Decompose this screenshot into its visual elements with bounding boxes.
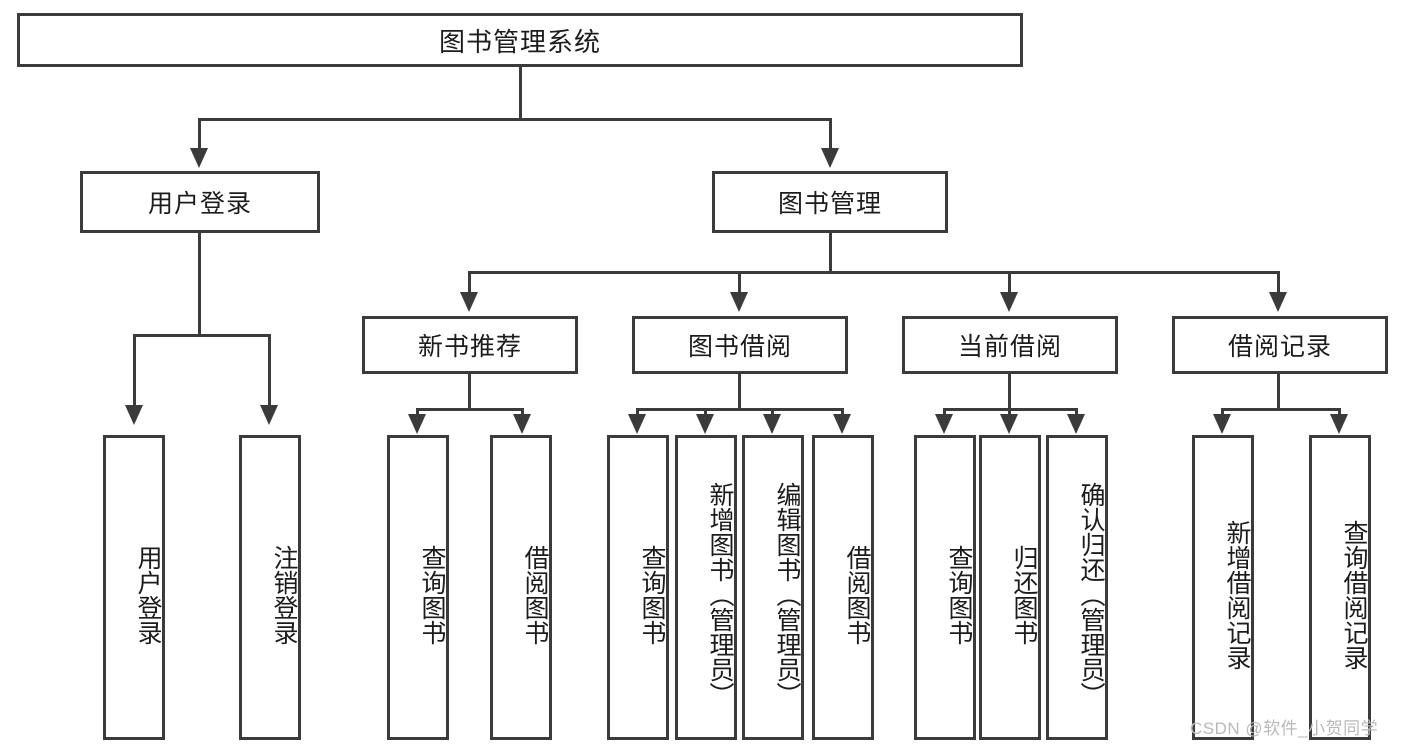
edge-borrow-record-bus	[1221, 408, 1341, 411]
leaf-book-borrow-query-book[interactable]: 查询图书	[607, 435, 669, 740]
edge-user-login-bus	[133, 334, 271, 337]
edge-book-management-stem	[829, 233, 832, 273]
edge-borrow-record-stem	[1277, 374, 1280, 410]
leaf-current-borrow-confirm-return-admin[interactable]: 确认归还（管理员）	[1046, 435, 1108, 740]
leaf-book-borrow-borrow-book[interactable]: 借阅图书	[812, 435, 874, 740]
arrow-bm-to-book-borrow	[730, 292, 748, 312]
leaf-book-borrow-add-book-admin[interactable]: 新增图书（管理员）	[675, 435, 737, 740]
node-label: 新增借阅记录	[1223, 519, 1251, 670]
edge-book-management-bus	[468, 271, 1280, 274]
node-label: 用户登录	[147, 190, 252, 218]
leaf-new-book-query-book[interactable]: 查询图书	[387, 435, 449, 740]
edge-book-borrow-bus	[636, 408, 844, 411]
arrow-br-to-leaf-1	[1213, 414, 1231, 434]
leaf-current-borrow-query-book[interactable]: 查询图书	[914, 435, 976, 740]
edge-root-to-user-login	[198, 118, 201, 150]
node-label: 图书借阅	[687, 333, 792, 361]
arrow-cb-to-leaf-2	[1000, 414, 1018, 434]
arrow-cb-to-leaf-1	[935, 414, 953, 434]
node-label: 注销登录	[270, 544, 298, 645]
edge-bm-to-book-borrow	[738, 271, 741, 294]
arrow-cb-to-leaf-3	[1067, 414, 1085, 434]
node-root-book-management-system[interactable]: 图书管理系统	[17, 13, 1023, 67]
leaf-book-borrow-edit-book-admin[interactable]: 编辑图书（管理员）	[742, 435, 804, 740]
edge-book-borrow-stem	[738, 374, 741, 410]
node-book-management[interactable]: 图书管理	[712, 171, 948, 233]
arrow-bb-to-leaf-1	[628, 414, 646, 434]
node-label: 查询图书	[418, 544, 446, 645]
node-label: 借阅图书	[843, 544, 871, 645]
arrow-bb-to-leaf-3	[763, 414, 781, 434]
node-new-book-recommend[interactable]: 新书推荐	[362, 316, 578, 374]
edge-current-borrow-stem	[1008, 374, 1011, 410]
leaf-new-book-borrow-book[interactable]: 借阅图书	[490, 435, 552, 740]
leaf-user-login-logout[interactable]: 注销登录	[239, 435, 301, 740]
leaf-borrow-record-add-record[interactable]: 新增借阅记录	[1192, 435, 1254, 740]
arrow-bm-to-new-book	[460, 292, 478, 312]
edge-root-stem	[519, 67, 522, 120]
node-label: 查询图书	[638, 544, 666, 645]
edge-user-login-to-leaf-1	[133, 334, 136, 407]
arrow-bm-to-current-borrow	[1000, 292, 1018, 312]
node-label: 确认归还（管理员）	[1077, 482, 1105, 707]
node-label: 归还图书	[1010, 544, 1038, 645]
leaf-current-borrow-return-book[interactable]: 归还图书	[979, 435, 1041, 740]
arrow-root-to-book-management	[821, 148, 839, 168]
node-label: 编辑图书（管理员）	[773, 482, 801, 707]
watermark-csdn: CSDN @软件_小贺同学	[1190, 719, 1379, 738]
arrow-root-to-user-login	[190, 148, 208, 168]
edge-bm-to-borrow-record	[1277, 271, 1280, 294]
node-user-login[interactable]: 用户登录	[80, 171, 320, 233]
edge-bm-to-new-book	[468, 271, 471, 294]
node-label: 新增图书（管理员）	[706, 482, 734, 707]
leaf-user-login-login[interactable]: 用户登录	[103, 435, 165, 740]
arrow-bb-to-leaf-4	[833, 414, 851, 434]
node-label: 查询图书	[945, 544, 973, 645]
node-label: 借阅记录	[1227, 333, 1332, 361]
arrow-user-login-to-leaf-1	[125, 405, 143, 425]
leaf-borrow-record-query-record[interactable]: 查询借阅记录	[1309, 435, 1371, 740]
node-label: 查询借阅记录	[1340, 519, 1368, 670]
node-borrow-record[interactable]: 借阅记录	[1172, 316, 1388, 374]
node-label: 图书管理	[777, 190, 882, 218]
edge-user-login-to-leaf-2	[268, 334, 271, 407]
arrow-bb-to-leaf-2	[696, 414, 714, 434]
node-book-borrow[interactable]: 图书借阅	[632, 316, 848, 374]
edge-user-login-stem	[198, 233, 201, 336]
edge-bm-to-current-borrow	[1008, 271, 1011, 294]
arrow-user-login-to-leaf-2	[260, 405, 278, 425]
edge-root-to-book-management	[829, 118, 832, 150]
node-label: 用户登录	[134, 544, 162, 645]
arrow-new-book-to-leaf-2	[513, 414, 531, 434]
node-label: 当前借阅	[957, 333, 1062, 361]
node-current-borrow[interactable]: 当前借阅	[902, 316, 1118, 374]
arrow-bm-to-borrow-record	[1269, 292, 1287, 312]
edge-root-bus	[198, 118, 832, 121]
arrow-br-to-leaf-2	[1330, 414, 1348, 434]
edge-new-book-stem	[468, 374, 471, 410]
edge-new-book-bus	[416, 408, 524, 411]
node-label: 借阅图书	[521, 544, 549, 645]
node-label: 新书推荐	[417, 333, 522, 361]
arrow-new-book-to-leaf-1	[408, 414, 426, 434]
node-label: 图书管理系统	[438, 26, 601, 57]
